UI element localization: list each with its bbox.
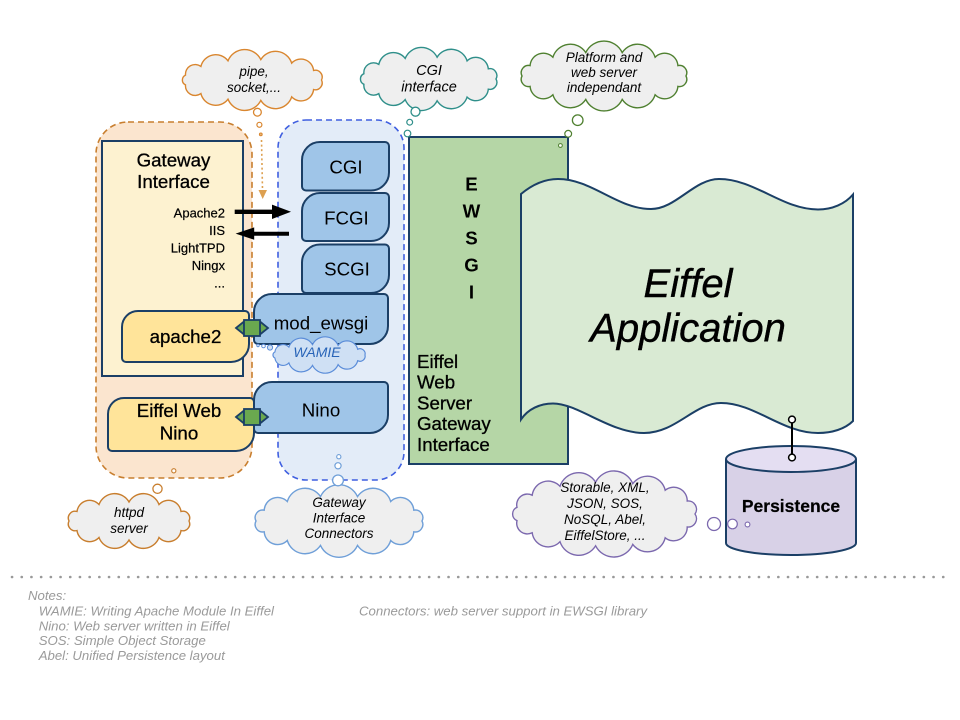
svg-text:Nino: Nino (160, 423, 198, 444)
svg-text:SOS: Simple Object Storage: SOS: Simple Object Storage (39, 633, 206, 648)
svg-text:Gateway: Gateway (312, 495, 367, 510)
svg-text:independant: independant (567, 80, 643, 95)
svg-text:G: G (464, 255, 479, 276)
svg-text:Gateway: Gateway (137, 150, 211, 171)
svg-text:pipe,: pipe, (238, 64, 268, 79)
svg-text:web server: web server (571, 65, 638, 80)
svg-text:E: E (465, 174, 477, 195)
svg-text:WAMIE: Writing Apache Module I: WAMIE: Writing Apache Module In Eiffel (39, 604, 275, 619)
svg-text:Platform and: Platform and (566, 50, 643, 65)
svg-text:IIS: IIS (209, 223, 225, 238)
svg-text:Persistence: Persistence (742, 496, 841, 516)
svg-text:SCGI: SCGI (324, 258, 370, 279)
svg-text:WAMIE: WAMIE (293, 344, 341, 360)
svg-text:Gateway: Gateway (417, 413, 491, 434)
svg-text:httpd: httpd (114, 505, 145, 520)
svg-text:Storable, XML,: Storable, XML, (560, 480, 649, 495)
svg-text:Connectors: web server support: Connectors: web server support in EWSGI … (359, 604, 648, 619)
svg-text:Application: Application (588, 307, 786, 351)
svg-text:...: ... (214, 276, 225, 291)
svg-text:W: W (463, 201, 481, 222)
svg-text:socket,...: socket,... (227, 80, 281, 95)
svg-text:JSON, SOS,: JSON, SOS, (566, 496, 643, 511)
svg-text:Notes:: Notes: (28, 588, 66, 603)
svg-text:Eiffel Web: Eiffel Web (137, 400, 222, 421)
svg-text:Ningx: Ningx (192, 258, 226, 273)
svg-text:Web: Web (417, 372, 455, 393)
svg-text:EiffelStore, ...: EiffelStore, ... (564, 528, 645, 543)
svg-text:NoSQL, Abel,: NoSQL, Abel, (564, 512, 646, 527)
svg-text:I: I (469, 282, 474, 303)
svg-text:server: server (110, 521, 148, 536)
svg-text:Server: Server (417, 392, 472, 413)
svg-text:apache2: apache2 (150, 326, 222, 347)
svg-text:CGI: CGI (416, 63, 442, 79)
svg-text:CGI: CGI (329, 157, 362, 178)
svg-text:mod_ewsgi: mod_ewsgi (274, 313, 369, 335)
svg-text:S: S (465, 228, 477, 249)
svg-text:FCGI: FCGI (324, 207, 369, 228)
svg-text:Interface: Interface (137, 171, 210, 192)
svg-text:Abel: Unified Persistence layo: Abel: Unified Persistence layout (38, 648, 227, 663)
svg-text:Eiffel: Eiffel (644, 262, 734, 306)
svg-text:Nino: Nino (302, 400, 340, 421)
svg-text:Connectors: Connectors (304, 526, 373, 541)
svg-text:interface: interface (401, 80, 457, 96)
svg-text:Eiffel: Eiffel (417, 351, 458, 372)
svg-text:LightTPD: LightTPD (171, 241, 225, 256)
svg-text:Interface: Interface (313, 511, 366, 526)
svg-text:Apache2: Apache2 (174, 206, 225, 221)
svg-text:Nino: Web server written in Ei: Nino: Web server written in Eiffel (39, 618, 231, 633)
svg-text:Interface: Interface (417, 434, 490, 455)
